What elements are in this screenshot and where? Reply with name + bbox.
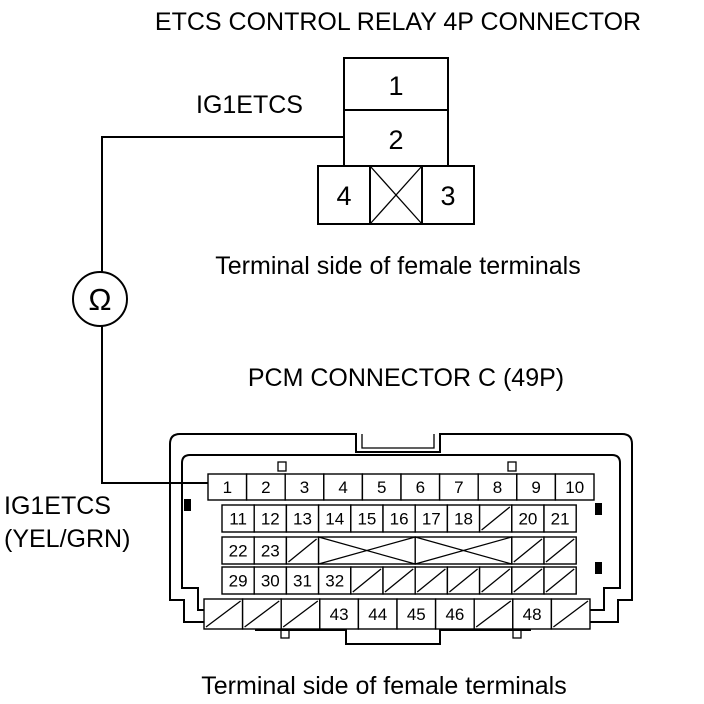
pcm-terminal-label: 29 bbox=[229, 572, 248, 591]
blank-cavity-mark bbox=[282, 600, 319, 628]
relay-connector: 1 2 4 3 bbox=[317, 57, 475, 225]
pcm-terminal-label: 22 bbox=[229, 542, 248, 561]
pcm-cavity bbox=[357, 598, 398, 630]
pcm-cavity bbox=[221, 566, 255, 595]
pcm-terminal-label: 32 bbox=[325, 572, 344, 591]
pcm-terminal-label: 18 bbox=[454, 510, 473, 529]
pcm-terminal-label: 5 bbox=[377, 478, 386, 497]
pcm-terminal-label: 20 bbox=[518, 510, 537, 529]
blank-cavity-mark bbox=[352, 568, 382, 593]
relay-connector-caption: Terminal side of female terminals bbox=[215, 252, 580, 280]
blank-cavity-mark bbox=[287, 538, 318, 563]
relay-terminal-2: 2 bbox=[388, 125, 403, 155]
pcm-terminal-label: 15 bbox=[357, 510, 376, 529]
blank-cavity-mark bbox=[513, 568, 543, 593]
relay-terminal-4: 4 bbox=[336, 181, 351, 211]
pcm-cavity bbox=[477, 473, 518, 501]
pcm-terminal-label: 43 bbox=[330, 605, 349, 624]
pcm-terminal-label: 17 bbox=[422, 510, 441, 529]
pcm-cavity bbox=[434, 598, 475, 630]
pcm-cavity bbox=[516, 473, 557, 501]
blank-cavity-mark bbox=[545, 568, 575, 593]
pcm-terminal-label: 44 bbox=[368, 605, 387, 624]
relay-connector-title: ETCS CONTROL RELAY 4P CONNECTOR bbox=[155, 8, 641, 36]
test-lead-wire bbox=[101, 136, 344, 484]
blank-cavity-mark bbox=[475, 600, 512, 628]
pcm-terminal-label: 10 bbox=[565, 478, 584, 497]
ohm-symbol: Ω bbox=[88, 282, 111, 317]
blank-cavity-mark bbox=[481, 568, 511, 593]
pcm-cavity bbox=[446, 504, 481, 533]
pcm-connector-housing bbox=[169, 433, 633, 645]
relay-terminal-1: 1 bbox=[388, 71, 403, 101]
pcm-cavity bbox=[361, 473, 402, 501]
pcm-connector-caption: Terminal side of female terminals bbox=[201, 672, 566, 700]
blank-cavity-mark bbox=[553, 600, 589, 628]
pcm-connector-title: PCM CONNECTOR C (49P) bbox=[248, 364, 564, 392]
pcm-cavity bbox=[319, 598, 360, 630]
pcm-terminal-label: 2 bbox=[261, 478, 270, 497]
blank-cavity-mark bbox=[481, 506, 511, 531]
pcm-terminal-label: 4 bbox=[338, 478, 347, 497]
blank-cavity-mark bbox=[244, 600, 280, 628]
pcm-terminal-label: 1 bbox=[223, 478, 232, 497]
pcm-cavity bbox=[207, 473, 248, 501]
pcm-cavity bbox=[543, 504, 577, 533]
pcm-cavity bbox=[284, 473, 325, 501]
pcm-terminal-label: 12 bbox=[261, 510, 280, 529]
pcm-terminal-label: 7 bbox=[454, 478, 463, 497]
pcm-terminal-label: 45 bbox=[407, 605, 426, 624]
pcm-wire-color: (YEL/GRN) bbox=[4, 525, 130, 553]
blank-cavity-mark bbox=[384, 568, 414, 593]
pcm-terminal-label: 16 bbox=[390, 510, 409, 529]
pcm-terminal-label: 46 bbox=[445, 605, 464, 624]
pcm-terminal-label: 6 bbox=[416, 478, 425, 497]
pcm-cavity bbox=[396, 598, 437, 630]
pcm-terminal-label: 30 bbox=[261, 572, 280, 591]
blank-cavity-mark bbox=[416, 568, 446, 593]
pcm-terminal-label: 31 bbox=[293, 572, 312, 591]
blank-cavity-mark bbox=[513, 538, 543, 563]
blank-cavity-mark bbox=[318, 536, 416, 565]
blank-cavity-mark bbox=[415, 536, 512, 565]
pcm-terminal-label: 3 bbox=[300, 478, 309, 497]
pcm-cavity bbox=[285, 504, 320, 533]
blank-cavity-mark bbox=[545, 538, 575, 563]
pcm-terminal-label: 11 bbox=[229, 510, 247, 529]
pcm-cavity bbox=[554, 473, 595, 501]
blank-cavity-mark bbox=[205, 600, 241, 628]
blank-cavity-mark bbox=[448, 568, 479, 593]
pcm-cavity bbox=[438, 473, 479, 501]
pcm-cavity bbox=[400, 473, 441, 501]
ohmmeter-icon: Ω bbox=[72, 271, 128, 327]
pcm-cavity bbox=[511, 504, 545, 533]
relay-wire-label: IG1ETCS bbox=[196, 91, 303, 119]
pcm-cavity bbox=[317, 566, 352, 595]
pcm-terminal-label: 14 bbox=[325, 510, 344, 529]
pcm-cavity bbox=[253, 504, 288, 533]
pcm-terminal-label: 9 bbox=[531, 478, 540, 497]
pcm-terminal-label: 23 bbox=[261, 542, 280, 561]
pcm-terminal-label: 13 bbox=[293, 510, 312, 529]
pcm-terminal-label: 48 bbox=[523, 605, 542, 624]
pcm-cavity bbox=[253, 566, 288, 595]
pcm-wire-label: IG1ETCS bbox=[4, 492, 111, 520]
pcm-terminal-label: 8 bbox=[493, 478, 502, 497]
pcm-terminal-label: 21 bbox=[551, 510, 570, 529]
pcm-cavity bbox=[323, 473, 364, 501]
pcm-cavity bbox=[253, 536, 288, 565]
relay-terminal-3: 3 bbox=[440, 181, 455, 211]
